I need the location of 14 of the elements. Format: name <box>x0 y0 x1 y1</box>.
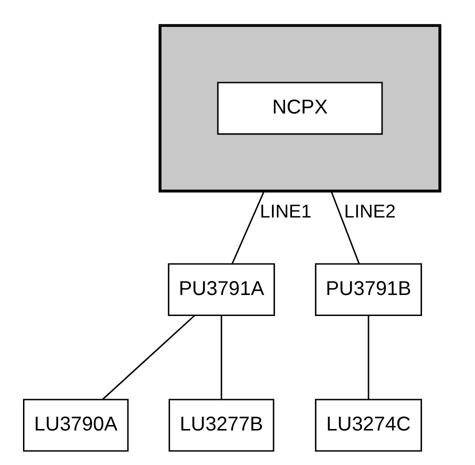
cluster <box>158 24 442 193</box>
connector <box>102 314 196 400</box>
node-box: LU3274C <box>314 398 422 452</box>
node-box: PU3791A <box>168 263 275 316</box>
connector <box>220 315 222 400</box>
connector <box>368 315 370 400</box>
edge-label: LINE2 <box>344 200 396 222</box>
node-box: LU3790A <box>23 398 129 452</box>
node-box: PU3791B <box>314 263 422 316</box>
connector <box>330 190 360 264</box>
node-box: NCPX <box>217 82 383 135</box>
connector <box>232 190 265 264</box>
edge-label: LINE1 <box>260 200 312 222</box>
node-box: LU3277B <box>168 398 274 452</box>
